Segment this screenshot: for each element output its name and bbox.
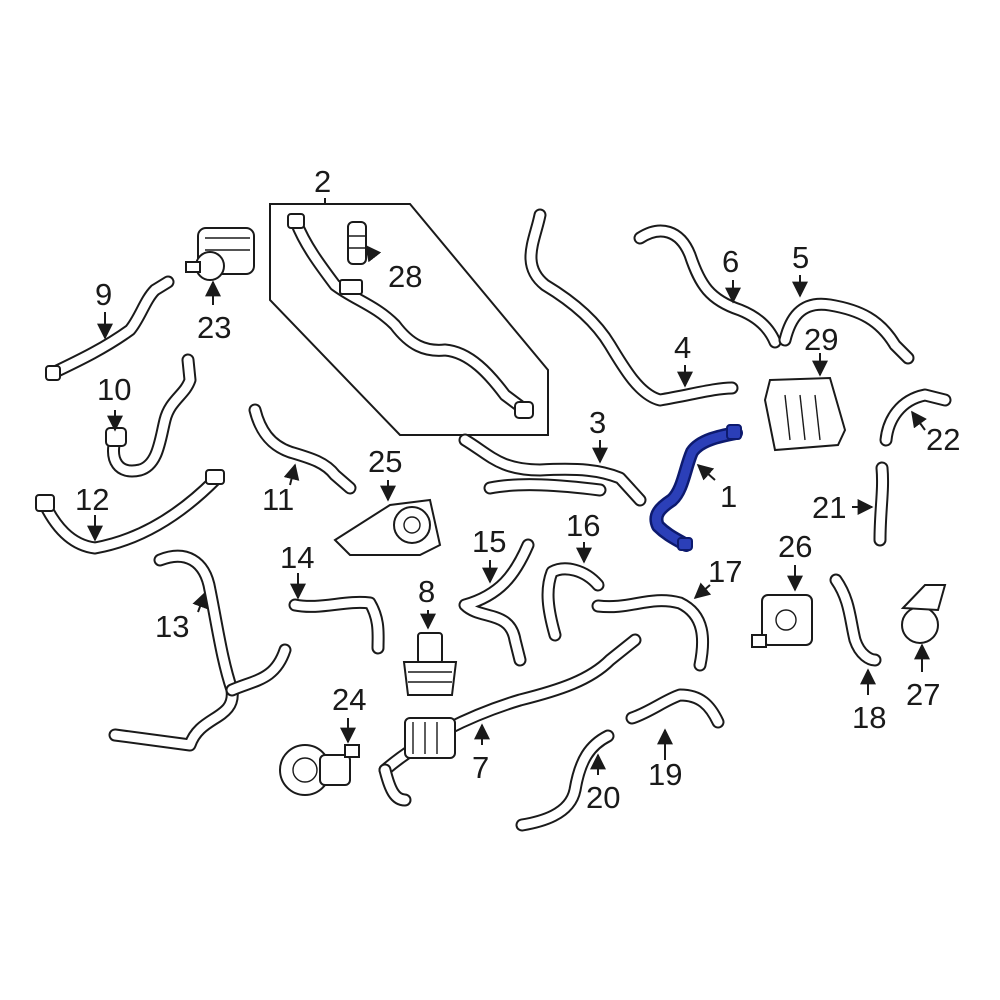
part-26-valve[interactable]: [751, 594, 813, 648]
part-29-canister[interactable]: [763, 376, 847, 452]
part-18-hose[interactable]: [829, 573, 882, 667]
group-box-2: [269, 203, 549, 436]
callout-6[interactable]: 6: [722, 244, 739, 279]
part-19-hose[interactable]: [625, 688, 725, 729]
part-24-pump[interactable]: [279, 744, 360, 796]
part-16-hose[interactable]: [541, 562, 605, 642]
callout-9[interactable]: 9: [95, 277, 112, 312]
callout-20[interactable]: 20: [586, 780, 620, 815]
part-14-hose[interactable]: [288, 595, 385, 655]
part-11-hose[interactable]: [248, 403, 357, 495]
callout-15[interactable]: 15: [472, 524, 506, 559]
callout-17[interactable]: 17: [708, 554, 742, 589]
part-25-pump[interactable]: [333, 498, 442, 556]
callout-4[interactable]: 4: [674, 330, 691, 365]
part-22-hose[interactable]: [879, 388, 952, 447]
part-21-hose[interactable]: [873, 461, 890, 547]
part-5-hose[interactable]: [778, 297, 915, 365]
part-6-hose[interactable]: [633, 224, 782, 349]
part-23-pump[interactable]: [185, 227, 255, 281]
callout-25[interactable]: 25: [368, 444, 402, 479]
callout-24[interactable]: 24: [332, 682, 366, 717]
callout-labels: 1 2 3 4 5 6 7 8 9 10 11 12 13 14 15 16 1…: [75, 164, 960, 815]
part-7-fuel-line[interactable]: [378, 633, 642, 807]
part-13-hose[interactable]: [108, 549, 292, 752]
callout-26[interactable]: 26: [778, 529, 812, 564]
callout-8[interactable]: 8: [418, 574, 435, 609]
callout-28[interactable]: 28: [388, 259, 422, 294]
callout-21[interactable]: 21: [812, 490, 846, 525]
callout-19[interactable]: 19: [648, 757, 682, 792]
part-4-hose[interactable]: [524, 208, 739, 407]
callout-13[interactable]: 13: [155, 609, 189, 644]
callout-5[interactable]: 5: [792, 240, 809, 275]
part-27-pump[interactable]: [900, 584, 947, 644]
callout-14[interactable]: 14: [280, 540, 314, 575]
callout-18[interactable]: 18: [852, 700, 886, 735]
callout-22[interactable]: 22: [926, 422, 960, 457]
part-28-valve[interactable]: [347, 221, 367, 265]
part-1-highlighted-hose[interactable]: [649, 424, 743, 552]
part-17-hose[interactable]: [591, 594, 710, 672]
part-3-hose[interactable]: [458, 433, 647, 507]
callout-16[interactable]: 16: [566, 508, 600, 543]
callout-12[interactable]: 12: [75, 482, 109, 517]
leader-lines: [87, 244, 930, 775]
callout-10[interactable]: 10: [97, 372, 131, 407]
callout-7[interactable]: 7: [472, 750, 489, 785]
part-2-hose[interactable]: [287, 213, 534, 419]
callout-29[interactable]: 29: [804, 322, 838, 357]
callout-2[interactable]: 2: [314, 164, 331, 199]
part-12-hose[interactable]: [35, 469, 225, 555]
callout-1[interactable]: 1: [720, 479, 737, 514]
callout-23[interactable]: 23: [197, 310, 231, 345]
callout-3[interactable]: 3: [589, 405, 606, 440]
callout-11[interactable]: 11: [262, 482, 294, 517]
part-15-hose[interactable]: [458, 538, 535, 667]
part-8-filter[interactable]: [402, 632, 458, 696]
part-9-hose[interactable]: [45, 275, 175, 381]
callout-27[interactable]: 27: [906, 677, 940, 712]
part-20-hose[interactable]: [515, 729, 615, 832]
